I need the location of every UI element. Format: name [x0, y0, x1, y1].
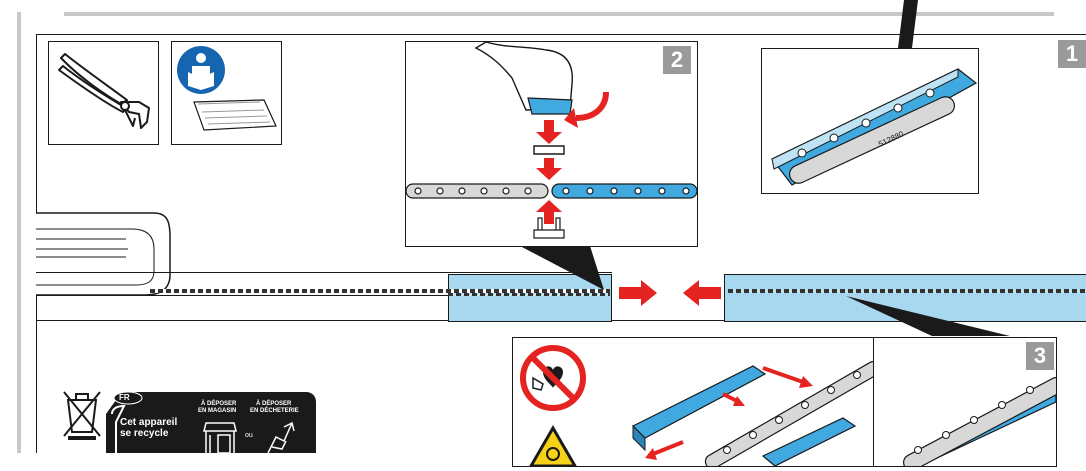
store-icon — [202, 419, 238, 453]
country-badge: FR — [119, 393, 130, 402]
store-option-line1: À DÉPOSER — [201, 401, 236, 407]
step-1-number: 1 — [1058, 40, 1086, 68]
recycle-title-line1: Cet appareil — [120, 417, 177, 428]
chain-assembly-illustration — [513, 338, 873, 466]
step-3-number: 3 — [1026, 342, 1054, 370]
triman-recycling-banner: FR Cet appareil se recycle À DÉPOSER EN … — [106, 392, 316, 453]
warning-icon — [531, 428, 575, 466]
chain-rail-closeup: 512880 — [762, 49, 978, 193]
recycling-center-icon — [262, 419, 298, 453]
step-3-panel — [512, 337, 874, 467]
dump-option-line1: À DÉPOSER — [256, 401, 291, 407]
dump-option-line2: EN DÉCHETERIE — [250, 408, 299, 414]
recycle-title-line2: se recycle — [120, 428, 168, 439]
chain-closeup-panel: 512880 — [761, 48, 979, 194]
chain-joining-illustration — [406, 42, 697, 246]
crossed-bin-icon — [60, 388, 104, 440]
step-2-panel: 2 — [405, 41, 698, 247]
no-pacemaker-icon — [523, 348, 583, 408]
or-separator: ou — [245, 432, 253, 439]
step-2-number: 2 — [663, 46, 691, 74]
store-option-line2: EN MAGASIN — [198, 408, 236, 414]
step-3-detail-panel: 3 — [873, 337, 1057, 467]
